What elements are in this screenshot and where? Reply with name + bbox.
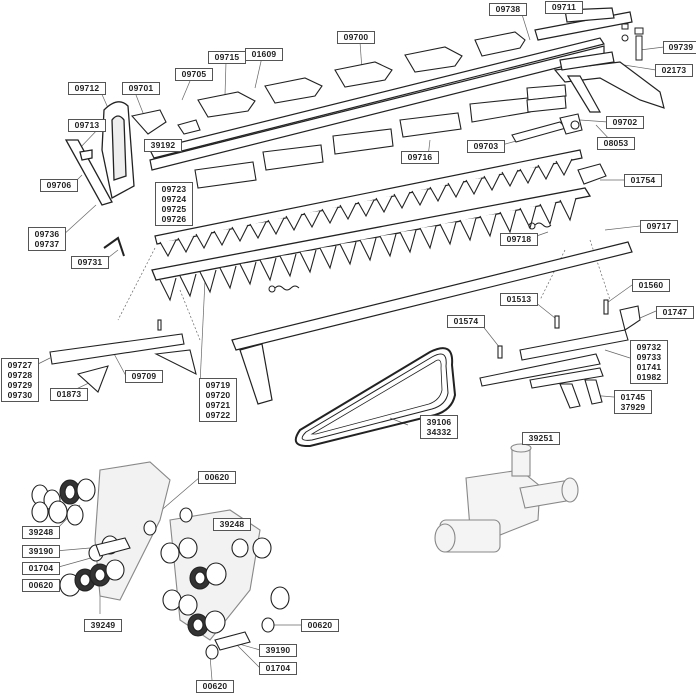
drive-belt <box>294 347 457 448</box>
part-label-01747: 01747 <box>656 306 694 319</box>
part-label-09705: 09705 <box>175 68 213 81</box>
hold-down-clips <box>130 31 526 135</box>
part-label-01754: 01754 <box>624 174 662 187</box>
part-label-09715: 09715 <box>208 51 246 64</box>
right-bracket <box>553 51 665 113</box>
bent-pin <box>103 236 125 257</box>
gearbox <box>434 443 579 553</box>
cutter-bar <box>149 7 633 171</box>
knife-sections-left <box>49 319 197 393</box>
part-label-09713: 09713 <box>68 119 106 132</box>
part-label-01704-b: 01704 <box>259 662 297 675</box>
part-label-39190-a: 39190 <box>22 545 60 558</box>
part-label-09700: 09700 <box>337 31 375 44</box>
part-label-09703: 09703 <box>467 140 505 153</box>
part-label-01704-a: 01704 <box>22 562 60 575</box>
wear-plates <box>194 84 567 189</box>
part-label-02173: 02173 <box>655 64 693 77</box>
part-label-09738: 09738 <box>489 3 527 16</box>
part-label-00620-c: 00620 <box>301 619 339 632</box>
part-label-39248-b: 39248 <box>213 518 251 531</box>
part-label-39251: 39251 <box>522 432 560 445</box>
part-label-00620-a: 00620 <box>198 471 236 484</box>
guard-bar <box>151 187 592 302</box>
part-label-39192: 39192 <box>144 139 182 152</box>
pitman-parts <box>511 113 607 185</box>
part-label-09717: 09717 <box>640 220 678 233</box>
part-label-09712: 09712 <box>68 82 106 95</box>
part-label-09709: 09709 <box>125 370 163 383</box>
part-label-39190-b: 39190 <box>259 644 297 657</box>
part-label-09706: 09706 <box>40 179 78 192</box>
bolt-set-top-right <box>621 23 644 61</box>
springs <box>268 222 552 293</box>
part-label-09702: 09702 <box>606 116 644 129</box>
part-label-01574: 01574 <box>447 315 485 328</box>
part-label-00620-d: 00620 <box>196 680 234 693</box>
part-label-39249: 39249 <box>84 619 122 632</box>
knife-upper <box>154 149 583 258</box>
part-label-08053: 08053 <box>597 137 635 150</box>
part-label-09711: 09711 <box>545 1 583 14</box>
part-label-01873: 01873 <box>50 388 88 401</box>
part-label-09701: 09701 <box>122 82 160 95</box>
left-shoe <box>64 101 135 206</box>
part-label-01513: 01513 <box>500 293 538 306</box>
part-label-09739: 09739 <box>663 41 696 54</box>
knife-head <box>479 299 641 409</box>
part-label-01609: 01609 <box>245 48 283 61</box>
part-label-00620-b: 00620 <box>22 579 60 592</box>
part-label-01560: 01560 <box>632 279 670 292</box>
part-label-09731: 09731 <box>71 256 109 269</box>
backing-bar <box>231 241 633 405</box>
part-label-09716: 09716 <box>401 151 439 164</box>
bearing-kit <box>31 461 290 660</box>
part-label-09718: 09718 <box>500 233 538 246</box>
part-label-39248-a: 39248 <box>22 526 60 539</box>
